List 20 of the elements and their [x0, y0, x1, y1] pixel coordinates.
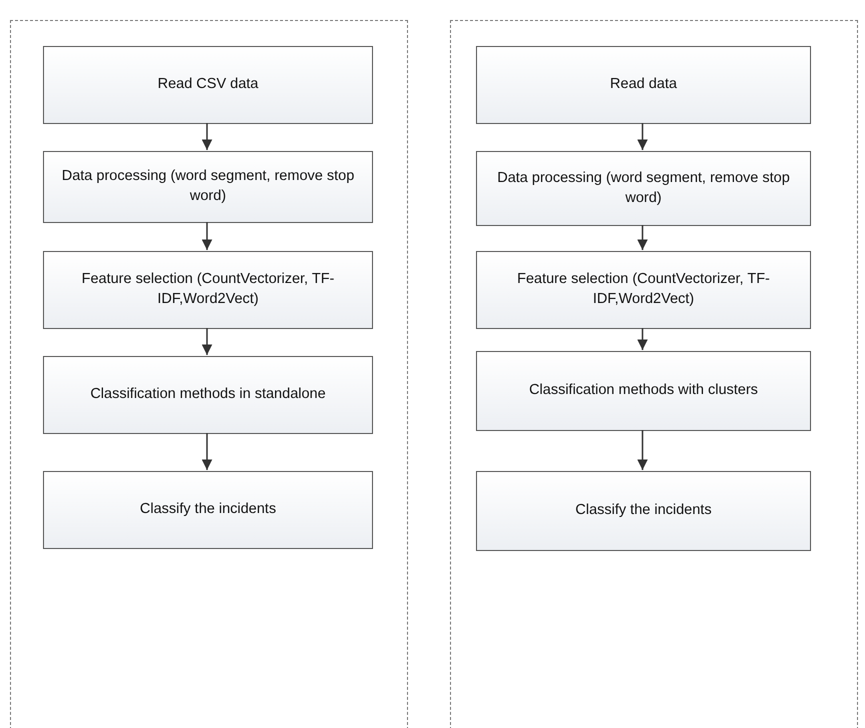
arrow — [637, 123, 648, 150]
arrow — [637, 328, 648, 350]
arrow — [637, 430, 648, 470]
arrow — [202, 123, 212, 150]
process-box: Classify the incidents — [476, 471, 811, 551]
arrow — [202, 222, 212, 250]
dashed-group-frame — [10, 20, 408, 728]
process-box: Classification methods in standalone — [43, 356, 373, 434]
dashed-group-frame — [450, 20, 858, 728]
arrow — [637, 225, 648, 250]
arrow — [202, 328, 212, 355]
process-box: Classify the incidents — [43, 471, 373, 549]
process-box: Feature selection (CountVectorizer, TF-IDF,Word2Vect) — [476, 251, 811, 329]
process-box: Read CSV data — [43, 46, 373, 124]
process-box: Classification methods with clusters — [476, 351, 811, 431]
process-box: Data processing (word segment, remove stop word) — [43, 151, 373, 223]
process-box: Data processing (word segment, remove stop word) — [476, 151, 811, 226]
process-box: Read data — [476, 46, 811, 124]
arrow — [202, 433, 212, 470]
process-box: Feature selection (CountVectorizer, TF-IDF,Word2Vect) — [43, 251, 373, 329]
